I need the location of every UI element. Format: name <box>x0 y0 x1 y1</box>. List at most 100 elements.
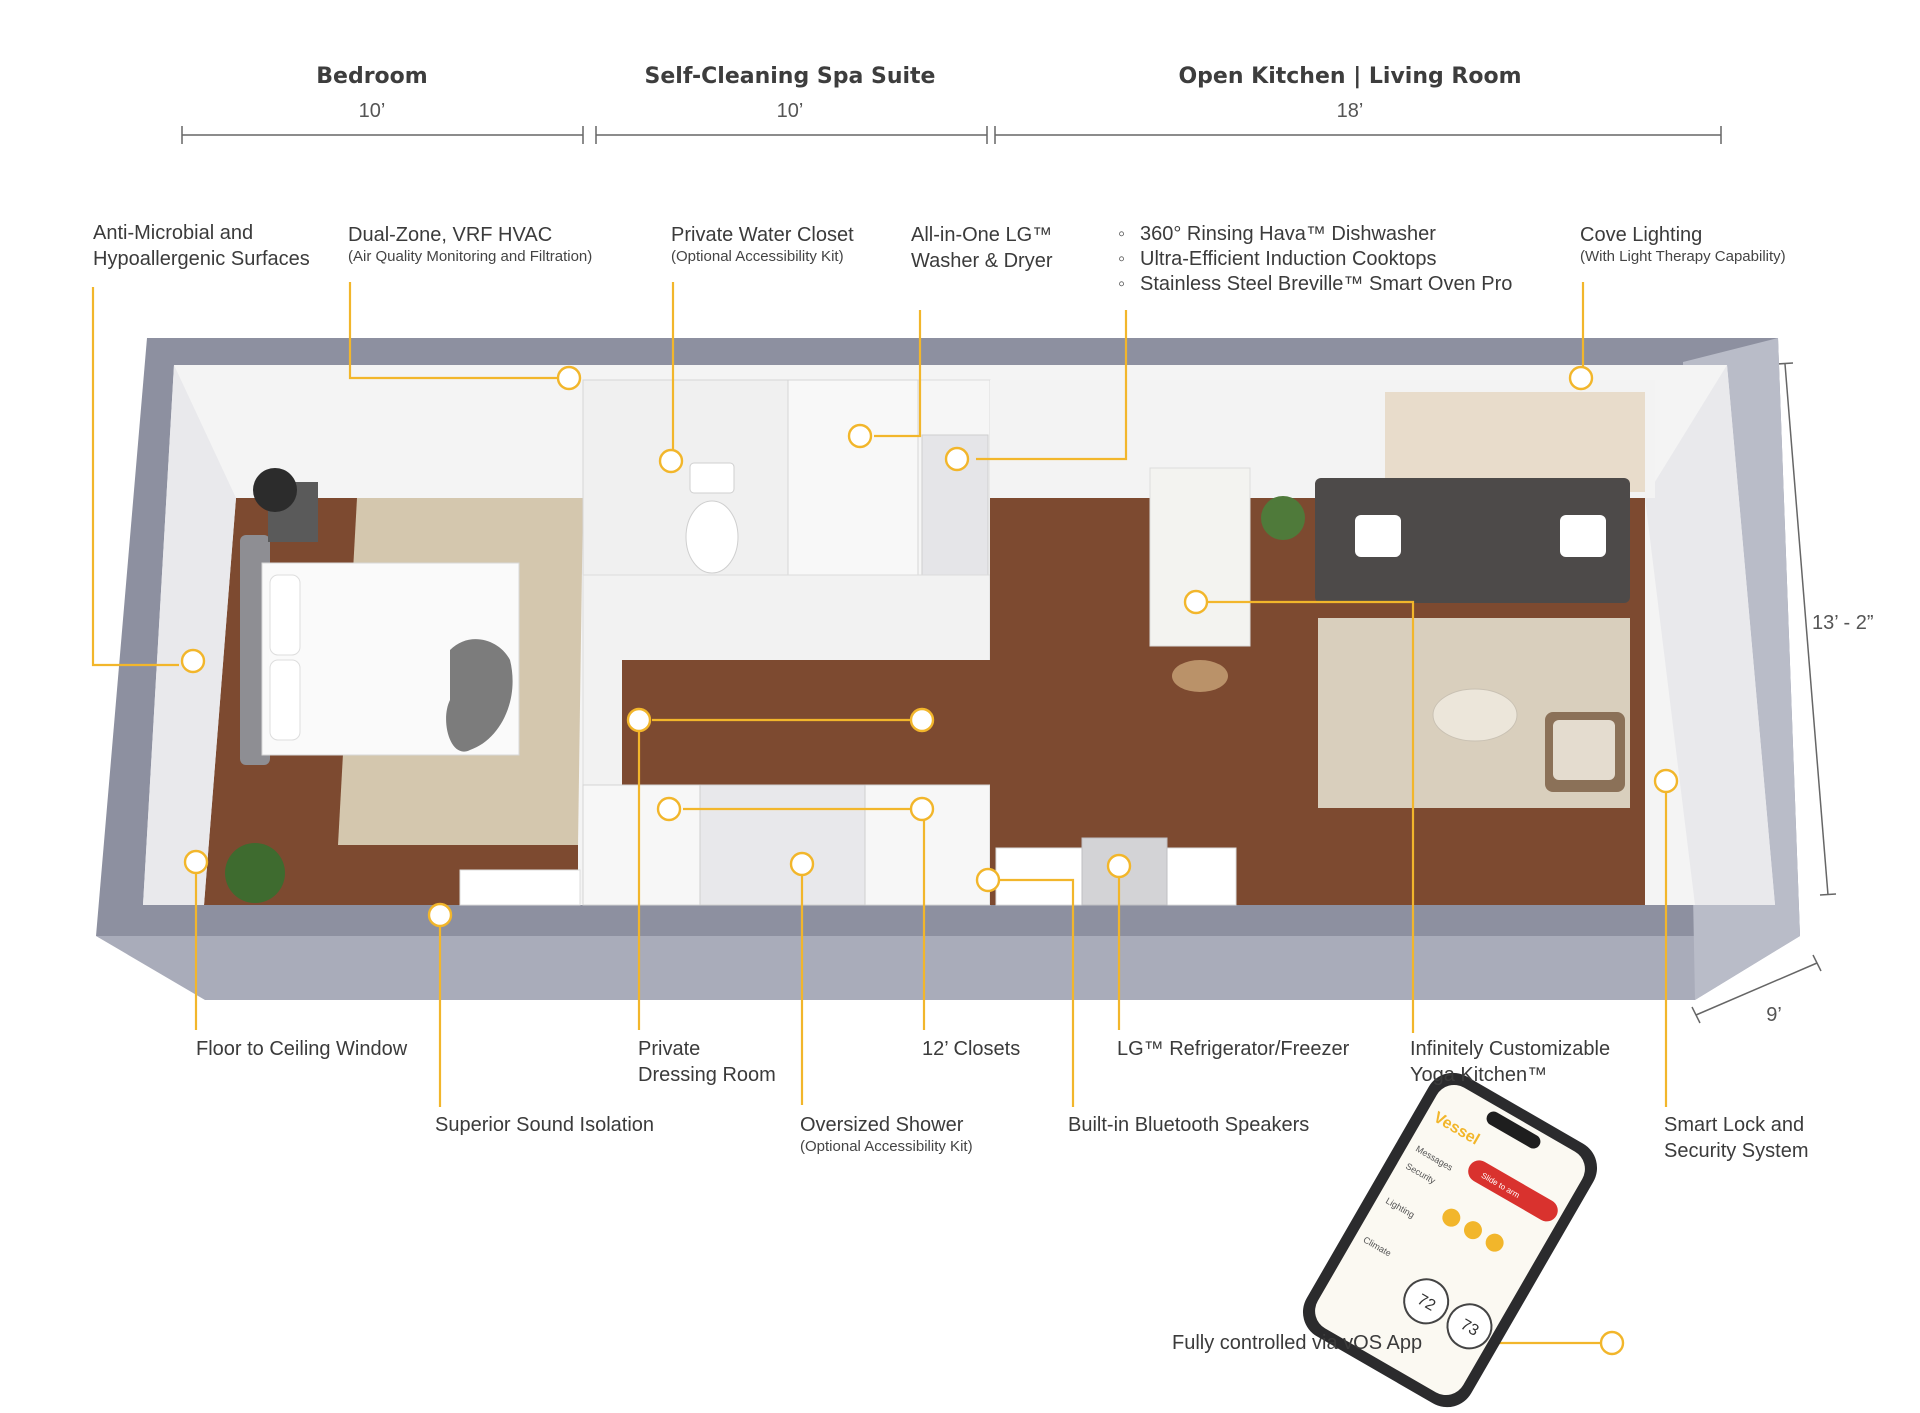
marker-speakers <box>975 867 1001 893</box>
callout-fridge: LG™ Refrigerator/Freezer <box>1117 1038 1350 1060</box>
plant-kitchen <box>1261 496 1305 540</box>
section-title-bedroom: Bedroom <box>316 64 428 89</box>
water-closet <box>582 379 789 576</box>
callout-yoga-line2: Yoga Kitchen™ <box>1410 1064 1548 1086</box>
callout-antimicrobial-line2: Hypoallergenic Surfaces <box>93 248 310 270</box>
width-dimension: 9’ <box>1766 1004 1782 1026</box>
callout-dressing-line1: Private <box>638 1038 701 1060</box>
phone-light-2 <box>1463 1221 1482 1240</box>
callout-smartlock: Smart Lock and Security System <box>1664 1112 1808 1164</box>
marker-dressing-left <box>626 707 652 733</box>
callout-kitchen-appliances: 360° Rinsing Hava™ Dishwasher Ultra-Effi… <box>1118 222 1512 297</box>
armchair-cushion <box>1553 720 1615 780</box>
kitchen-item-cooktops: Ultra-Efficient Induction Cooktops <box>1118 247 1512 272</box>
throw-blanket <box>446 639 513 752</box>
callout-washer-line2: Washer & Dryer <box>911 250 1053 272</box>
sofa <box>1315 478 1630 603</box>
plant-bedroom <box>225 843 285 903</box>
callout-shower-line1: Oversized Shower <box>800 1114 964 1136</box>
phone-light-1 <box>1442 1208 1461 1227</box>
marker-antimicrobial <box>180 648 206 674</box>
marker-dressing-right <box>909 707 935 733</box>
callout-hvac-sub: (Air Quality Monitoring and Filtration) <box>348 248 593 265</box>
kitchen-item-oven: Stainless Steel Breville™ Smart Oven Pro <box>1118 272 1512 297</box>
phone-screen <box>1315 1084 1585 1396</box>
phone-temp-2: 73 <box>1458 1316 1482 1340</box>
callout-water-closet: Private Water Closet (Optional Accessibi… <box>671 222 854 266</box>
marker-cove-lighting <box>1568 365 1594 391</box>
dimension-lines <box>181 126 1837 1024</box>
callout-water-closet-line1: Private Water Closet <box>671 224 854 246</box>
callout-cove-sub: (With Light Therapy Capability) <box>1580 248 1786 265</box>
wall-art <box>1385 392 1645 492</box>
phone-temp-ring-1 <box>1403 1278 1450 1325</box>
section-title-spa: Self-Cleaning Spa Suite <box>644 64 936 89</box>
section-dimension-kitchen-living: 18’ <box>1336 100 1364 122</box>
toilet-bowl <box>685 500 739 574</box>
callout-smartlock-line2: Security System <box>1664 1140 1809 1162</box>
pillow-2 <box>269 659 301 741</box>
phone-alert <box>1468 1160 1558 1222</box>
marker-kitchen-appliances <box>944 446 970 472</box>
phone-temp-ring-2 <box>1446 1303 1493 1350</box>
callout-sound: Superior Sound Isolation <box>435 1114 655 1136</box>
marker-smartlock <box>1653 768 1679 794</box>
callout-hvac: Dual-Zone, VRF HVAC (Air Quality Monitor… <box>348 222 592 266</box>
marker-sound <box>427 902 453 928</box>
callout-water-closet-sub: (Optional Accessibility Kit) <box>671 248 844 265</box>
callout-hvac-line1: Dual-Zone, VRF HVAC <box>348 224 553 246</box>
callout-shower-sub: (Optional Accessibility Kit) <box>800 1138 973 1155</box>
toilet-tank <box>689 462 735 494</box>
callout-antimicrobial: Anti-Microbial and Hypoallergenic Surfac… <box>93 220 310 272</box>
marker-app <box>1599 1330 1625 1356</box>
callout-cove-line1: Cove Lighting <box>1580 224 1703 246</box>
marker-hvac <box>556 365 582 391</box>
marker-closets-left <box>656 796 682 822</box>
section-dimension-spa: 10’ <box>776 100 804 122</box>
marker-fridge <box>1106 853 1132 879</box>
depth-dimension: 13’ - 2” <box>1812 612 1874 634</box>
section-dimension-bedroom: 10’ <box>358 100 386 122</box>
desk <box>459 869 581 906</box>
callout-app: Fully controlled via vOS App <box>1172 1332 1423 1354</box>
callout-markers <box>180 365 1679 1356</box>
marker-window <box>183 849 209 875</box>
callout-yoga-kitchen: Infinitely Customizable Yoga Kitchen™ <box>1410 1036 1610 1088</box>
callout-speakers: Built-in Bluetooth Speakers <box>1068 1114 1310 1136</box>
marker-shower <box>789 851 815 877</box>
right-wall <box>1645 365 1775 905</box>
marker-yoga-kitchen <box>1183 589 1209 615</box>
kitchen-island <box>1149 467 1251 647</box>
left-wall <box>143 365 236 905</box>
callout-smartlock-line1: Smart Lock and <box>1664 1114 1805 1136</box>
phone-temp-1: 72 <box>1414 1291 1438 1315</box>
callout-washer: All-in-One LG™ Washer & Dryer <box>911 222 1053 274</box>
marker-closets-right <box>909 796 935 822</box>
shower <box>699 784 866 906</box>
marker-washer <box>847 423 873 449</box>
callout-yoga-line1: Infinitely Customizable <box>1410 1038 1611 1060</box>
callout-antimicrobial-line1: Anti-Microbial and <box>93 222 254 244</box>
outer-wall-front <box>96 936 1800 1000</box>
lamp <box>253 468 297 512</box>
callout-dressing-line2: Dressing Room <box>638 1064 776 1086</box>
pillow-1 <box>269 574 301 656</box>
coffee-table <box>1432 688 1518 742</box>
laundry-closet <box>787 379 919 576</box>
callout-cove-lighting: Cove Lighting (With Light Therapy Capabi… <box>1580 222 1786 266</box>
callout-shower: Oversized Shower (Optional Accessibility… <box>800 1112 973 1156</box>
kitchen-item-dishwasher: 360° Rinsing Hava™ Dishwasher <box>1118 222 1512 247</box>
section-title-kitchen-living: Open Kitchen | Living Room <box>1178 64 1522 89</box>
callout-washer-line1: All-in-One LG™ <box>911 224 1053 246</box>
callout-closets: 12’ Closets <box>922 1038 1021 1060</box>
stool <box>1172 660 1228 692</box>
sofa-pillow-1 <box>1355 515 1401 557</box>
marker-water-closet <box>658 448 684 474</box>
phone-light-3 <box>1485 1233 1504 1252</box>
phone-illustration: Vessel Messages Security Lighting Climat… <box>1302 1072 1598 1408</box>
callout-window: Floor to Ceiling Window <box>196 1038 408 1060</box>
phone-notch <box>1486 1111 1541 1149</box>
dressing-floor <box>622 660 990 785</box>
sofa-pillow-2 <box>1560 515 1606 557</box>
